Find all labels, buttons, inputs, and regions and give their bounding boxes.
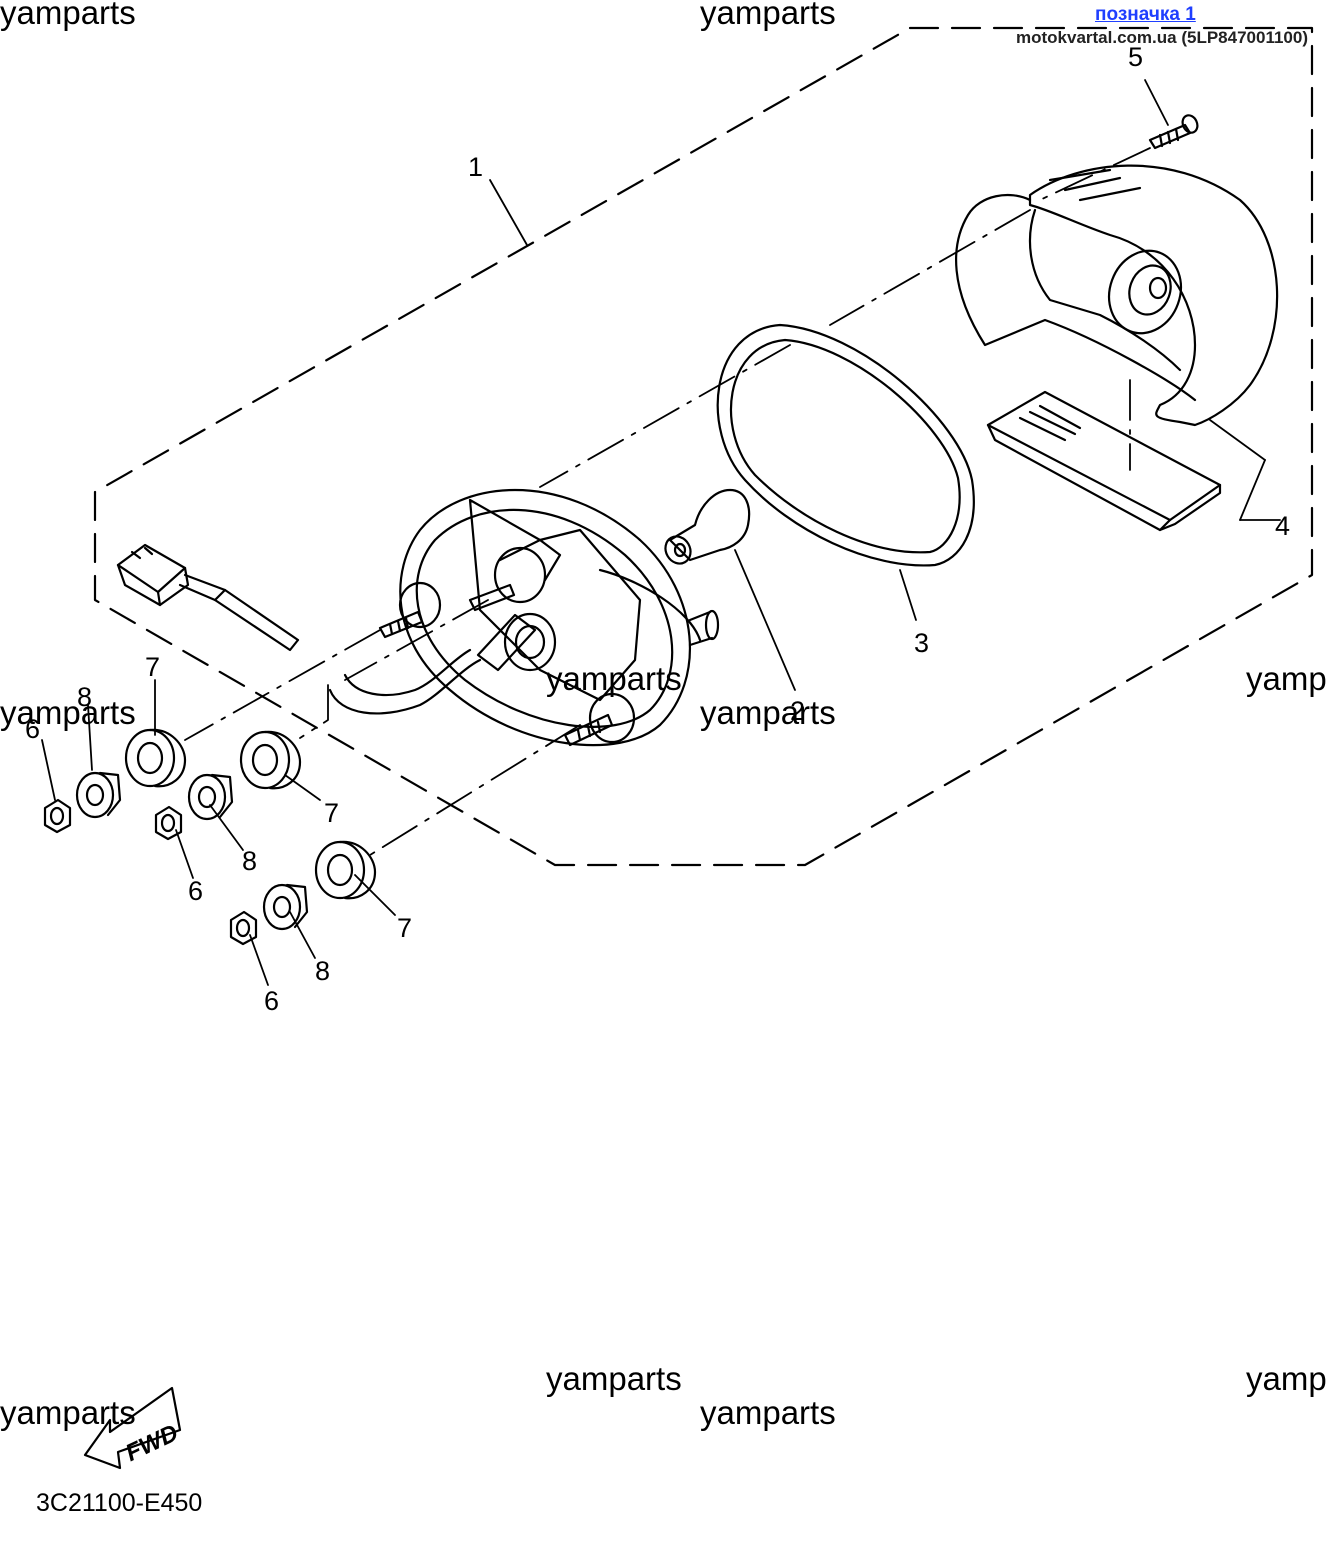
callout-1: 1 (468, 152, 483, 182)
grommet-7b (239, 730, 302, 790)
callout-7b: 7 (324, 798, 339, 828)
gasket-3 (716, 323, 975, 567)
callout-8b: 8 (242, 846, 257, 876)
collar-8a (75, 771, 122, 819)
watermark: yamparts (546, 660, 682, 697)
grommet-7a (124, 728, 187, 788)
watermark: yamparts (700, 694, 836, 731)
nut-6b (154, 805, 183, 841)
diagram-code: 3C21100-E450 (36, 1489, 203, 1517)
watermark: yamparts (0, 1394, 136, 1431)
grommet-7c (314, 840, 377, 900)
callout-3: 3 (914, 628, 929, 658)
collar-8c (262, 883, 309, 931)
screw-5 (1148, 114, 1199, 150)
callout-5: 5 (1128, 42, 1143, 72)
callout-6a: 6 (25, 714, 40, 744)
collar-8b (187, 773, 234, 821)
watermark: yamparts (700, 1394, 836, 1431)
bookmark-link[interactable]: позначка 1 (1095, 4, 1196, 25)
callout-8a: 8 (77, 682, 92, 712)
wire-harness (116, 543, 482, 715)
center-lines (184, 147, 1151, 856)
callout-numbers: 1 5 4 3 2 7 8 6 7 8 6 7 8 6 (25, 42, 1290, 1016)
callout-7c: 7 (397, 913, 412, 943)
tail-lens-4 (955, 164, 1279, 427)
watermark: yamparts (0, 694, 136, 731)
callout-6b: 6 (188, 876, 203, 906)
reflector-plate (986, 390, 1222, 532)
watermark: yamparts (700, 0, 836, 31)
site-label: motokvartal.com.ua (5LP847001100) (1016, 28, 1308, 47)
callout-4: 4 (1275, 511, 1290, 541)
bulb-2 (664, 488, 751, 565)
callout-7a: 7 (145, 652, 160, 682)
lamp-housing (378, 489, 720, 747)
nut-6a (43, 798, 72, 834)
callout-2: 2 (790, 696, 805, 726)
nut-6c (229, 910, 258, 946)
assembly-boundary (93, 26, 1314, 867)
fwd-arrow-icon (83, 1386, 182, 1470)
leader-lines (41, 79, 1281, 986)
watermark: yamparts (0, 0, 136, 31)
callout-8c: 8 (315, 956, 330, 986)
callout-6c: 6 (264, 986, 279, 1016)
watermark: yamparts (546, 1360, 682, 1397)
watermark: yamp (1246, 660, 1327, 697)
watermark: yamp (1246, 1360, 1327, 1397)
